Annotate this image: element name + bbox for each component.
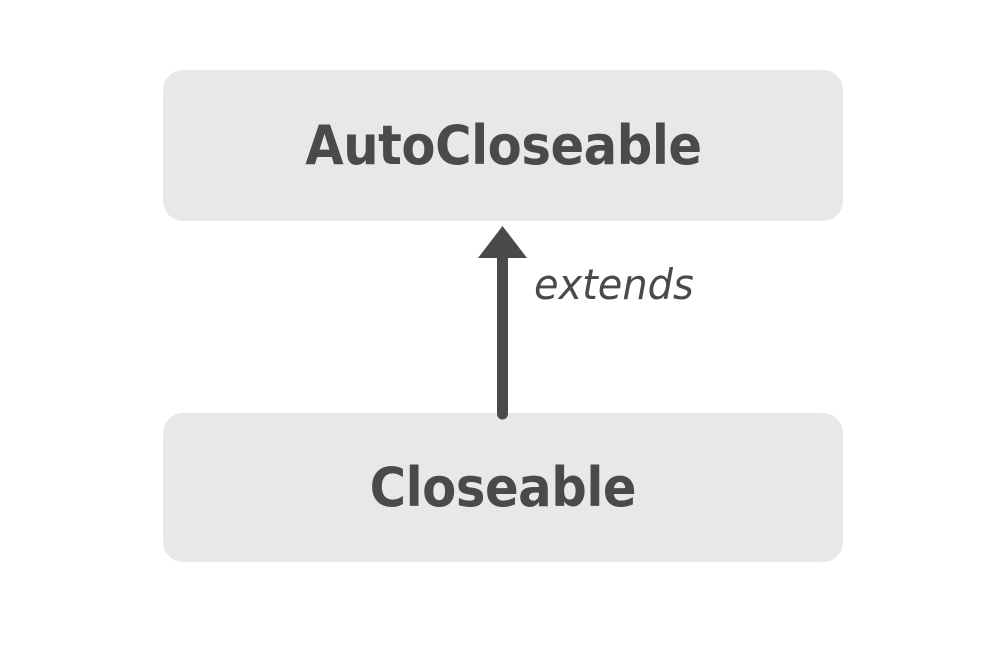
node-autocloseable-label: AutoCloseable <box>304 113 702 177</box>
edge-label-extends: extends <box>534 260 694 309</box>
extends-arrow-icon[interactable] <box>478 226 527 420</box>
node-closeable[interactable]: Closeable <box>163 413 843 562</box>
node-closeable-label: Closeable <box>369 455 637 519</box>
node-autocloseable[interactable]: AutoCloseable <box>163 70 843 221</box>
extends-arrow-head <box>478 226 527 258</box>
